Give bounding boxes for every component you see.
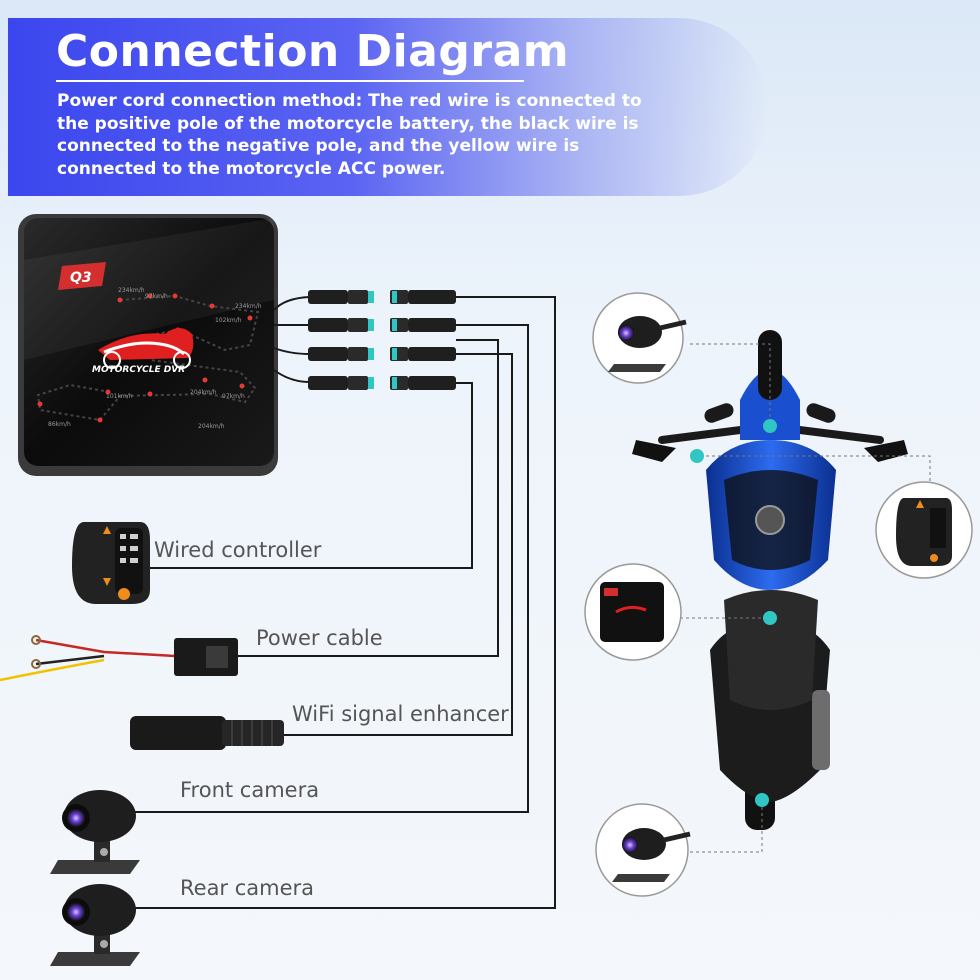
model-label: Q3 (70, 270, 92, 286)
connector-pairs (308, 290, 456, 390)
logo-text: MOTORCYCLE DVR (92, 365, 185, 375)
wired-controller-device (72, 522, 150, 604)
exhaust (812, 690, 830, 770)
model-badge (58, 262, 106, 290)
callout-rear-camera (595, 803, 691, 897)
connector-pair-3 (308, 347, 456, 361)
wifi-enhancer-label: WiFi signal enhancer (292, 702, 509, 726)
rear-camera-device (50, 884, 140, 966)
unit-cables (273, 296, 311, 383)
callout-controller (875, 481, 973, 579)
connector-pair-1 (308, 290, 456, 304)
callout-lines (680, 343, 931, 853)
arrow-down-icon (103, 578, 111, 586)
camera-lens-icon (67, 903, 85, 921)
track-label: 204km/h (198, 423, 225, 430)
rear-camera-label: Rear camera (180, 876, 315, 900)
track-label: 234km/h (118, 287, 145, 294)
track-label: 101km/h (106, 393, 133, 400)
motorcycle-illustration (632, 330, 908, 830)
callout-dots (690, 419, 777, 807)
power-cable-label: Power cable (256, 626, 383, 650)
callout-dvr-unit (584, 563, 682, 661)
dvr-unit: 234km/h 97km/h 234km/h 102km/h 101km/h 2… (18, 214, 278, 476)
routing-wires (130, 296, 556, 909)
track-label: 97km/h (222, 393, 245, 400)
track-label: 86km/h (48, 421, 71, 428)
power-cable-device (0, 635, 238, 682)
track-label: 204km/h (190, 389, 217, 396)
motorcycle-logo-icon (98, 328, 194, 369)
arrow-up-icon (103, 526, 111, 534)
connector-pair-4 (308, 376, 456, 390)
front-camera-label: Front camera (180, 778, 320, 802)
fuel-cap-icon (755, 505, 785, 535)
track-label: 97km/h (145, 293, 168, 300)
wired-controller-label: Wired controller (154, 538, 322, 562)
track-label: 234km/h (235, 303, 262, 310)
page-title: Connection Diagram (56, 26, 570, 77)
wifi-enhancer-device (130, 716, 284, 750)
callout-front-camera (592, 292, 687, 384)
front-camera-device (50, 790, 140, 874)
camera-lens-icon (67, 809, 85, 827)
header-banner (8, 18, 768, 196)
connection-description: Power cord connection method: The red wi… (57, 91, 642, 179)
title-underline (56, 80, 524, 82)
track-label: 102km/h (215, 317, 242, 324)
connector-pair-2 (308, 318, 456, 332)
